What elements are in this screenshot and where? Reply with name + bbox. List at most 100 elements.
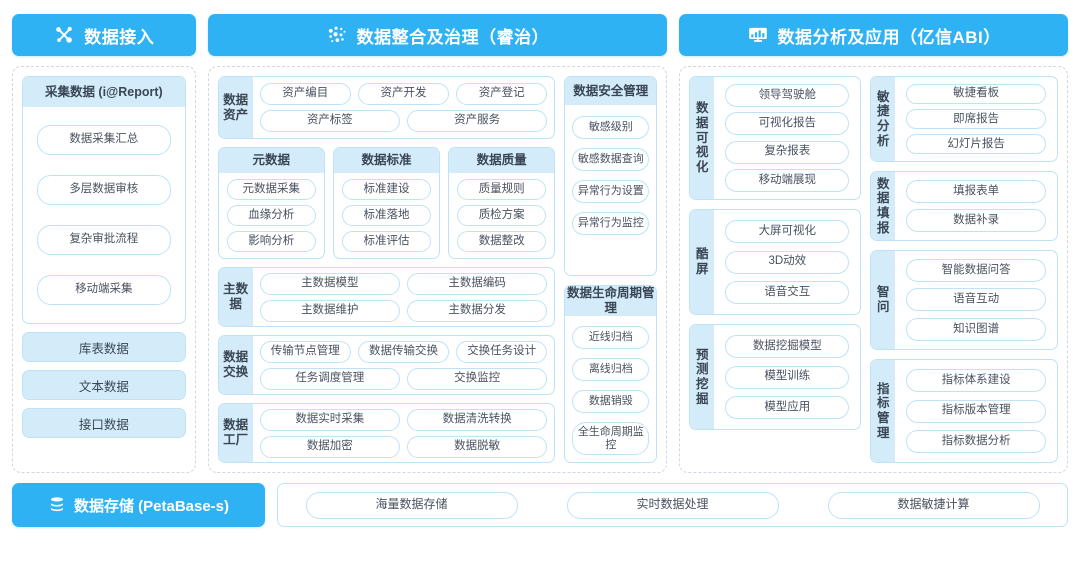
item-realtime-processing[interactable]: 实时数据处理 xyxy=(566,491,779,519)
item-model-application[interactable]: 模型应用 xyxy=(725,396,850,420)
group-label: 数据资产 xyxy=(218,77,253,138)
group-cool-screen: 酷屏 大屏可视化 3D动效 语音交互 xyxy=(689,209,862,315)
item-mobile-collect[interactable]: 移动端采集 xyxy=(37,275,171,305)
item-kpi-data-analysis[interactable]: 指标数据分析 xyxy=(906,429,1046,453)
item-exchange-task-design[interactable]: 交换任务设计 xyxy=(456,340,548,363)
item-master-distribute[interactable]: 主数据分发 xyxy=(406,299,548,322)
group-title: 采集数据 (i@Report) xyxy=(23,77,185,107)
item-data-masking[interactable]: 数据脱敏 xyxy=(406,435,548,458)
item-realtime-collect[interactable]: 数据实时采集 xyxy=(259,408,400,431)
item-lineage-analysis[interactable]: 血缘分析 xyxy=(226,205,316,226)
banner-data-analysis[interactable]: 数据分析及应用（亿信ABI） xyxy=(679,14,1069,56)
item-transfer-node-mgmt[interactable]: 传输节点管理 xyxy=(259,340,351,363)
item-full-lifecycle-monitor[interactable]: 全生命周期监控 xyxy=(572,422,650,455)
item-exchange-monitor[interactable]: 交换监控 xyxy=(406,367,548,390)
item-quality-rule[interactable]: 质量规则 xyxy=(457,179,547,200)
item-master-model[interactable]: 主数据模型 xyxy=(259,272,400,295)
item-visual-report[interactable]: 可视化报告 xyxy=(725,112,850,136)
item-sensitive-query[interactable]: 敏感数据查询 xyxy=(572,148,650,171)
group-items: 主数据模型 主数据编码 主数据维护 主数据分发 xyxy=(253,268,555,326)
item-kpi-system-build[interactable]: 指标体系建设 xyxy=(906,369,1046,393)
item-3d-animation[interactable]: 3D动效 xyxy=(725,250,850,274)
item-asset-catalog[interactable]: 资产编目 xyxy=(259,83,351,105)
item-offline-archive[interactable]: 离线归档 xyxy=(572,358,650,381)
group-kpi-management: 指标管理 指标体系建设 指标版本管理 指标数据分析 xyxy=(870,359,1058,463)
group-metadata: 元数据 元数据采集 血缘分析 影响分析 xyxy=(217,147,325,259)
item-master-coding[interactable]: 主数据编码 xyxy=(406,272,548,295)
item-data-clean-transform[interactable]: 数据清洗转换 xyxy=(406,408,548,431)
item-leader-cockpit[interactable]: 领导驾驶舱 xyxy=(725,84,850,108)
source-api-data[interactable]: 接口数据 xyxy=(22,408,186,438)
group-items: 传输节点管理 数据传输交换 交换任务设计 任务调度管理 交换监控 xyxy=(253,336,555,394)
item-knowledge-graph[interactable]: 知识图谱 xyxy=(906,317,1046,341)
item-row: 主数据模型 主数据编码 xyxy=(259,272,548,295)
item-smart-data-qa[interactable]: 智能数据问答 xyxy=(906,259,1046,283)
group-items: 数据采集汇总 多层数据审核 复杂审批流程 移动端采集 xyxy=(23,107,185,323)
item-standard-build[interactable]: 标准建设 xyxy=(341,179,432,200)
item-asset-registration[interactable]: 资产登记 xyxy=(456,83,548,105)
item-data-supplement[interactable]: 数据补录 xyxy=(906,209,1046,233)
item-voice-interaction[interactable]: 语音交互 xyxy=(725,281,850,305)
item-row: 主数据维护 主数据分发 xyxy=(259,299,548,322)
item-massive-storage[interactable]: 海量数据存储 xyxy=(305,491,518,519)
group-items: 近线归档 离线归档 数据销毁 全生命周期监控 xyxy=(565,316,656,462)
item-metadata-collect[interactable]: 元数据采集 xyxy=(226,179,316,200)
item-voice-interactive[interactable]: 语音互动 xyxy=(906,288,1046,312)
item-nearline-archive[interactable]: 近线归档 xyxy=(572,326,650,349)
item-row: 任务调度管理 交换监控 xyxy=(259,367,548,390)
item-slide-report[interactable]: 幻灯片报告 xyxy=(906,134,1046,155)
item-row: 传输节点管理 数据传输交换 交换任务设计 xyxy=(259,340,548,363)
item-quality-plan[interactable]: 质检方案 xyxy=(457,205,547,226)
item-asset-tag[interactable]: 资产标签 xyxy=(259,110,400,132)
item-multilevel-audit[interactable]: 多层数据审核 xyxy=(37,175,171,205)
item-data-rectify[interactable]: 数据整改 xyxy=(457,231,547,252)
group-smart-ask: 智问 智能数据问答 语音互动 知识图谱 xyxy=(870,249,1058,351)
banner-data-access[interactable]: 数据接入 xyxy=(12,14,196,56)
group-items: 领导驾驶舱 可视化报告 复杂报表 移动端展现 xyxy=(714,77,860,199)
item-data-transfer-exchange[interactable]: 数据传输交换 xyxy=(357,340,450,363)
item-adhoc-report[interactable]: 即席报告 xyxy=(906,109,1046,130)
group-master-data: 主数据 主数据模型 主数据编码 主数据维护 主数据分发 xyxy=(217,267,556,327)
source-table-data[interactable]: 库表数据 xyxy=(22,332,186,362)
item-kpi-version-mgmt[interactable]: 指标版本管理 xyxy=(906,399,1046,423)
panels-row: 采集数据 (i@Report) 数据采集汇总 多层数据审核 复杂审批流程 移动端… xyxy=(12,66,1068,473)
item-anomaly-monitor[interactable]: 异常行为监控 xyxy=(572,212,650,235)
item-task-schedule-mgmt[interactable]: 任务调度管理 xyxy=(259,367,400,390)
item-standard-assess[interactable]: 标准评估 xyxy=(341,231,432,252)
group-title: 数据质量 xyxy=(449,148,555,173)
group-items: 智能数据问答 语音互动 知识图谱 xyxy=(895,251,1057,349)
item-fill-form[interactable]: 填报表单 xyxy=(906,180,1046,204)
item-mobile-display[interactable]: 移动端展现 xyxy=(725,168,850,192)
group-data-quality: 数据质量 质量规则 质检方案 数据整改 xyxy=(448,147,556,259)
item-agile-dashboard[interactable]: 敏捷看板 xyxy=(906,84,1046,105)
group-items: 指标体系建设 指标版本管理 指标数据分析 xyxy=(895,360,1057,462)
integration-main-column: 数据资产 资产编目 资产开发 资产登记 资产标签 资产服务 xyxy=(217,76,556,463)
item-data-encrypt[interactable]: 数据加密 xyxy=(259,435,400,458)
item-agile-computing[interactable]: 数据敏捷计算 xyxy=(827,491,1040,519)
group-data-lifecycle: 数据生命周期管理 近线归档 离线归档 数据销毁 全生命周期监控 xyxy=(564,285,658,463)
source-text-data[interactable]: 文本数据 xyxy=(22,370,186,400)
item-collect-summary[interactable]: 数据采集汇总 xyxy=(37,125,171,155)
item-row: 数据加密 数据脱敏 xyxy=(259,435,548,458)
item-standard-landing[interactable]: 标准落地 xyxy=(341,205,432,226)
item-asset-service[interactable]: 资产服务 xyxy=(406,110,548,132)
monitor-chart-icon xyxy=(747,24,769,46)
item-asset-development[interactable]: 资产开发 xyxy=(357,83,450,105)
banner-data-integration[interactable]: 数据整合及治理（睿治） xyxy=(207,14,668,56)
item-sensitive-level[interactable]: 敏感级别 xyxy=(572,116,650,139)
item-mining-model[interactable]: 数据挖掘模型 xyxy=(725,334,850,358)
item-data-destroy[interactable]: 数据销毁 xyxy=(572,390,650,413)
storage-items: 海量数据存储 实时数据处理 数据敏捷计算 xyxy=(277,483,1068,527)
item-model-training[interactable]: 模型训练 xyxy=(725,365,850,389)
item-impact-analysis[interactable]: 影响分析 xyxy=(226,231,316,252)
item-big-screen-viz[interactable]: 大屏可视化 xyxy=(725,219,850,243)
analysis-right-column: 敏捷分析 敏捷看板 即席报告 幻灯片报告 数据填报 填报表单 数据补录 智问 xyxy=(870,76,1058,463)
item-master-maintain[interactable]: 主数据维护 xyxy=(259,299,400,322)
group-label: 数据可视化 xyxy=(690,77,715,199)
item-complex-report[interactable]: 复杂报表 xyxy=(725,140,850,164)
item-complex-approval[interactable]: 复杂审批流程 xyxy=(37,225,171,255)
group-data-filling: 数据填报 填报表单 数据补录 xyxy=(870,171,1058,241)
storage-badge[interactable]: 数据存储 (PetaBase-s) xyxy=(12,483,265,527)
item-anomaly-setting[interactable]: 异常行为设置 xyxy=(572,180,650,203)
